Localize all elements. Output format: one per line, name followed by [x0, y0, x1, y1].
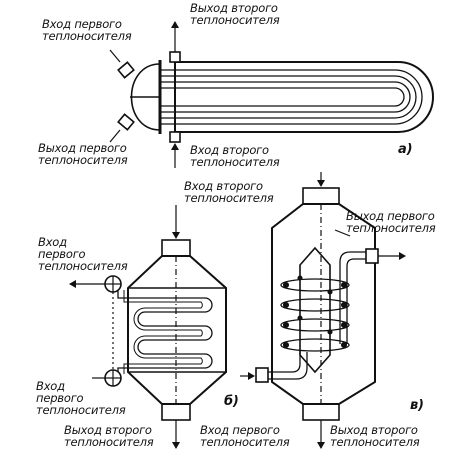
coil-b	[117, 290, 213, 374]
u-tubes-a	[160, 69, 423, 125]
shell-a	[174, 61, 434, 133]
bottom-flange-b	[161, 403, 191, 421]
exchanger-v	[255, 187, 379, 421]
label-a-in2: Вход второго теплоносителя	[190, 143, 280, 169]
label-a-out2: Выход второго теплоносителя	[190, 1, 280, 27]
label-b-port-lower: Вход первого теплоносителя	[36, 379, 126, 417]
nozzle-a-in2	[169, 131, 181, 143]
nozzle-a-out1	[117, 113, 135, 131]
nozzle-a-out2	[169, 51, 181, 63]
pipe-v-out1	[339, 251, 372, 344]
label-v-out1: Выход первого теплоносителя	[346, 209, 436, 235]
body-v	[271, 203, 376, 405]
nozzle-a-in1	[117, 61, 135, 79]
label-b-port-upper: Вход первого теплоносителя	[38, 235, 128, 273]
label-a-out1: Выход первого теплоносителя	[38, 141, 128, 167]
body-b	[127, 255, 227, 405]
bottom-flange-v	[302, 403, 340, 421]
label-a-in1: Вход первого теплоносителя	[42, 17, 132, 43]
top-flange-b	[161, 239, 191, 257]
exchanger-a	[117, 51, 434, 143]
figure-label-a: а)	[398, 142, 413, 157]
core-v	[299, 246, 331, 374]
label-v-out2: Выход второго теплоносителя	[330, 423, 420, 449]
top-flange-v	[302, 187, 340, 205]
label-v-in1: Вход первого теплоносителя	[200, 423, 290, 449]
figure-label-b: б)	[224, 394, 239, 409]
coil-fasteners-v	[282, 275, 348, 349]
label-b-out2: Выход второго теплоносителя	[64, 423, 154, 449]
label-b-in2-top: Вход второго теплоносителя	[184, 179, 274, 205]
helical-coil-v	[280, 278, 350, 352]
figure-label-v: в)	[410, 398, 424, 413]
pipe-v-in1	[262, 350, 308, 380]
